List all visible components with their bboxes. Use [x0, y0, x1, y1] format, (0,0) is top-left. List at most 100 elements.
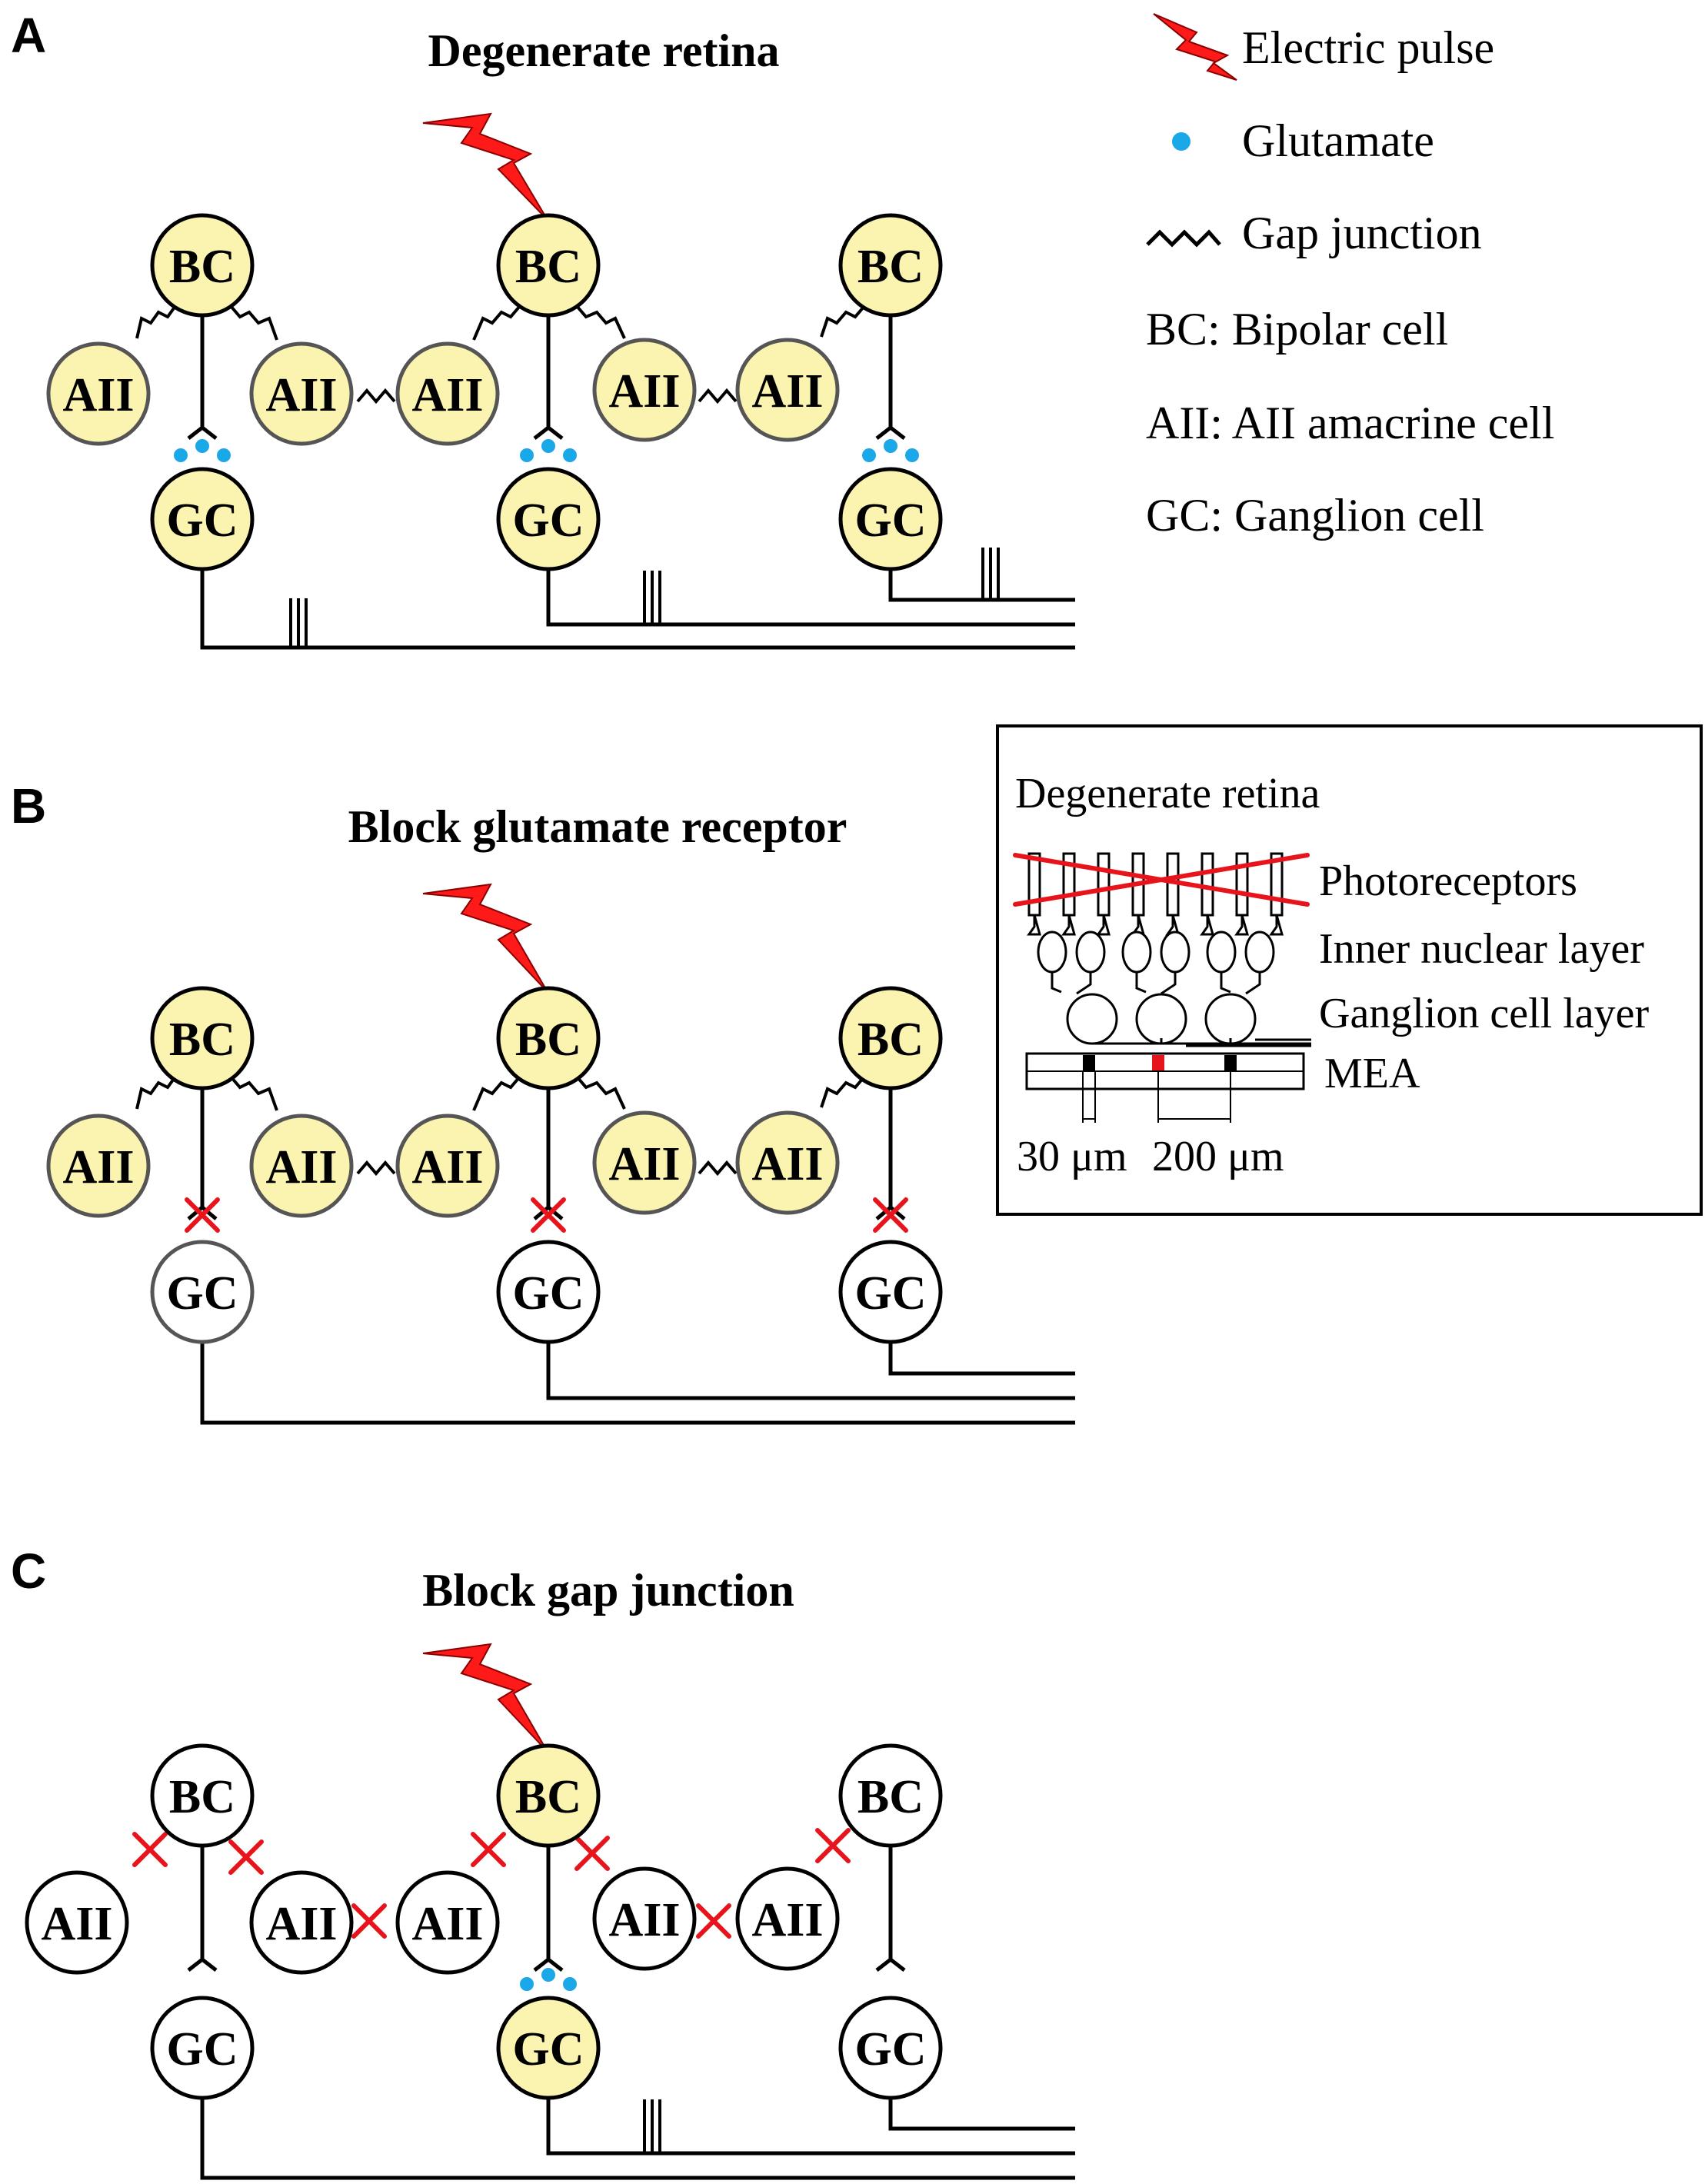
electric-pulse-icon	[422, 1643, 548, 1753]
aii-cell: AII	[592, 338, 697, 442]
bc-gc-synapses	[187, 1846, 906, 1972]
svg-text:AII: AII	[751, 1138, 823, 1190]
spike-train-icon	[643, 2099, 661, 2153]
svg-text:AII: AII	[411, 1898, 483, 1950]
aii-cell: AII	[735, 1110, 840, 1215]
bc-cell: BC	[496, 1743, 601, 1848]
bc-cell: BC	[838, 213, 943, 318]
bc-cell: BC	[150, 213, 255, 318]
svg-text:GC: GC	[167, 1267, 238, 1320]
legend-gap-junction: Gap junction	[1242, 208, 1482, 258]
legend-electric-pulse: Electric pulse	[1242, 22, 1494, 73]
inset-title: Degenerate retina	[1015, 770, 1320, 817]
gc-cell: GC	[838, 467, 943, 571]
aii-cell: AII	[249, 1114, 354, 1218]
blocked-gap-junction-marks	[132, 1828, 851, 1939]
gc-cell: GC	[150, 1240, 255, 1344]
svg-text:BC: BC	[857, 241, 924, 293]
svg-text:AII: AII	[608, 1138, 680, 1190]
svg-text:BC: BC	[169, 1771, 235, 1823]
inset-layer-mea: MEA	[1324, 1050, 1420, 1097]
legend-bc-definition: BC: Bipolar cell	[1146, 304, 1448, 355]
gc-output-line	[546, 1330, 1075, 1400]
svg-text:AII: AII	[265, 1898, 337, 1950]
bc-gc-synapses	[187, 1088, 906, 1220]
gc-output-line	[888, 558, 1075, 602]
aii-cell: AII	[46, 341, 151, 446]
gc-output-line	[888, 1330, 1075, 1376]
panel-b: B Block glutamate receptor BC BC BC	[11, 778, 1075, 1425]
gc-cell: GC	[496, 467, 601, 571]
aii-cell: AII	[735, 1866, 840, 1971]
bc-cell: BC	[838, 1743, 943, 1848]
svg-text:BC: BC	[169, 1014, 235, 1066]
svg-text:GC: GC	[513, 1267, 584, 1320]
inset-layer-inner-nuclear: Inner nuclear layer	[1319, 925, 1644, 973]
gc-cell: GC	[496, 1996, 601, 2100]
svg-text:BC: BC	[515, 1771, 581, 1823]
panel-letter-a: A	[11, 8, 46, 63]
ganglion-layer-cells	[1066, 993, 1311, 1047]
bc-cell: BC	[150, 986, 255, 1090]
svg-text:BC: BC	[857, 1014, 924, 1066]
svg-text:GC: GC	[167, 2023, 238, 2076]
legend-aii-definition: AII: AII amacrine cell	[1146, 398, 1554, 448]
svg-text:BC: BC	[169, 241, 235, 293]
blocked-synapse-mark	[185, 1197, 908, 1233]
svg-text:AII: AII	[265, 369, 337, 421]
mea-electrode-array	[1025, 1052, 1305, 1123]
svg-text:GC: GC	[513, 2023, 584, 2076]
svg-text:AII: AII	[608, 365, 680, 418]
gc-output-line	[888, 2088, 1075, 2131]
inset-layer-ganglion: Ganglion cell layer	[1319, 990, 1650, 1037]
glutamate-dots	[520, 1968, 577, 1991]
electric-pulse-legend-icon	[1153, 13, 1237, 81]
gc-cell: GC	[150, 1996, 255, 2100]
bc-gc-synapses	[187, 314, 906, 440]
legend-glutamate: Glutamate	[1242, 115, 1434, 166]
svg-text:BC: BC	[515, 1014, 581, 1066]
electric-pulse-icon	[422, 883, 548, 993]
gap-junction-legend-icon	[1146, 229, 1221, 248]
svg-text:GC: GC	[855, 494, 927, 547]
gc-output-line	[546, 2088, 1075, 2156]
legend-gc-definition: GC: Ganglion cell	[1146, 490, 1484, 541]
gap-junctions	[135, 305, 866, 405]
panel-a-title: Degenerate retina	[428, 25, 779, 76]
legend: Electric pulse Glutamate Gap junction BC…	[1146, 13, 1554, 541]
bc-cell: BC	[496, 986, 601, 1090]
glutamate-legend-icon	[1172, 132, 1191, 151]
aii-cell: AII	[395, 341, 500, 446]
panel-letter-c: C	[11, 1543, 46, 1599]
svg-text:AII: AII	[41, 1898, 112, 1950]
svg-text:AII: AII	[62, 369, 134, 421]
gc-output-line	[200, 1330, 1075, 1425]
aii-cell: AII	[592, 1110, 697, 1215]
bc-cell: BC	[150, 1743, 255, 1848]
aii-cell: AII	[395, 1114, 500, 1218]
inner-nuclear-cells	[1037, 931, 1275, 995]
inset-retina-schematic: Degenerate retina Photoreceptors Inner n…	[996, 724, 1703, 1216]
panel-c: C Block gap junction BC BC BC	[11, 1543, 1075, 2180]
panel-a: A Degenerate retina	[11, 8, 1075, 650]
gc-cell: GC	[496, 1240, 601, 1344]
svg-text:AII: AII	[608, 1894, 680, 1946]
aii-cell: AII	[395, 1870, 500, 1975]
svg-text:AII: AII	[265, 1141, 337, 1194]
gc-cell: GC	[838, 1240, 943, 1344]
scale-30um: 30 μm	[1017, 1133, 1127, 1180]
photoreceptor-removed-mark	[1013, 853, 1310, 907]
svg-text:AII: AII	[751, 1894, 823, 1946]
svg-text:GC: GC	[855, 2023, 927, 2076]
svg-text:GC: GC	[855, 1267, 927, 1320]
aii-cell: AII	[249, 341, 354, 446]
gap-junctions	[135, 1075, 866, 1177]
gc-cell: GC	[838, 1996, 943, 2100]
svg-text:AII: AII	[411, 1141, 483, 1194]
svg-text:AII: AII	[62, 1141, 134, 1194]
spike-train-icon	[289, 548, 1000, 648]
inset-layer-photoreceptors: Photoreceptors	[1319, 857, 1577, 905]
gc-output-line	[546, 558, 1075, 627]
svg-text:GC: GC	[167, 494, 238, 547]
electric-pulse-icon	[422, 112, 548, 221]
